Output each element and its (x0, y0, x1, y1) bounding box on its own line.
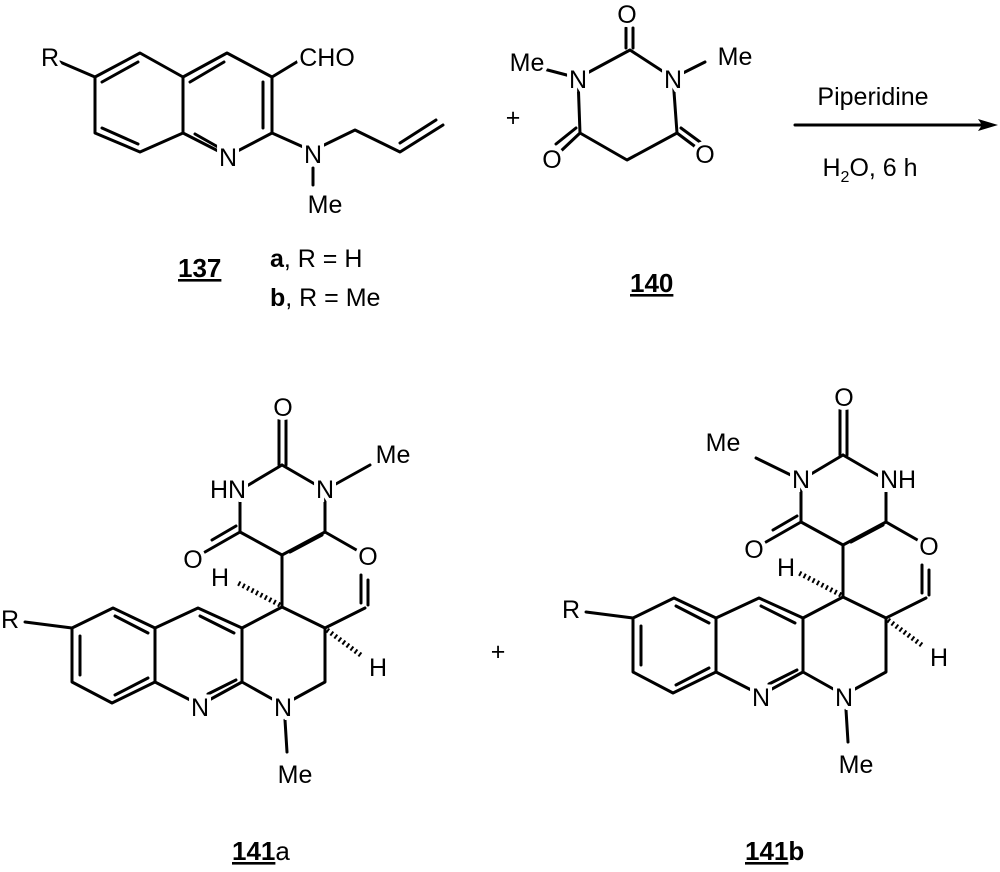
substituent-r: R (562, 596, 580, 624)
imide-nh: HN (210, 476, 246, 504)
amine-nitrogen: N (835, 684, 853, 712)
variant-b: b, R = Me (270, 284, 380, 312)
hydrogen-spiro: H (777, 554, 795, 582)
compound-label-137: 137 (178, 253, 221, 283)
carbonyl-oxygen-top: O (834, 384, 853, 412)
n-methyl: Me (376, 441, 411, 469)
hashed-bond (886, 617, 925, 649)
methyl-group: Me (308, 191, 343, 219)
reagent-label: Piperidine (817, 83, 928, 111)
ring-oxygen: O (358, 543, 377, 571)
hydrogen-spiro: H (211, 564, 229, 592)
substituent-r: R (1, 606, 19, 634)
carbonyl-oxygen-left: O (183, 546, 202, 574)
hashed-bond (236, 580, 282, 608)
methyl-group: Me (278, 761, 313, 789)
compound-141a: R N N Me HN N Me O O O H H 141a (0, 390, 414, 866)
ring-nitrogen: N (191, 694, 209, 722)
ring-nitrogen: N (752, 684, 770, 712)
compound-141b: R N N Me N NH Me O O O H H 141b (558, 380, 952, 866)
compound-140: O N N Me Me O O 140 (506, 0, 757, 298)
compound-label-141b: 141b (745, 836, 804, 866)
carbonyl-oxygen-left: O (744, 536, 763, 564)
compound-label-140: 140 (630, 268, 673, 298)
reaction-arrow: Piperidine H2O, 6 h (793, 83, 998, 186)
compound-label-141a: 141a (232, 836, 290, 866)
ring-oxygen: O (919, 533, 938, 561)
methyl-left: Me (510, 49, 545, 77)
bond (58, 51, 445, 187)
carbonyl-oxygen-top: O (273, 394, 292, 422)
imide-nh: NH (880, 466, 916, 494)
bond (538, 26, 707, 162)
aldehyde-group: CHO (299, 44, 355, 72)
imide-nitrogen: N (316, 476, 334, 504)
compound-137: R CHO N N Me 137 a, R = H b, R = Me (37, 40, 445, 312)
carbonyl-oxygen-right: O (695, 141, 714, 169)
amine-nitrogen: N (304, 141, 322, 169)
imide-nitrogen: N (792, 466, 810, 494)
amine-nitrogen: N (274, 694, 292, 722)
ring-nitrogen: N (219, 144, 237, 172)
plus-sign-products: + (491, 638, 506, 666)
carbonyl-oxygen-top: O (617, 1, 636, 29)
nitrogen-1: N (569, 66, 587, 94)
hydrogen-ring: H (930, 644, 948, 672)
bond (584, 408, 931, 744)
variant-a: a, R = H (270, 245, 362, 273)
conditions-label: H2O, 6 h (822, 154, 917, 186)
substituent-r: R (41, 44, 59, 72)
methyl-group: Me (839, 751, 874, 779)
nitrogen-3: N (664, 66, 682, 94)
carbonyl-oxygen-left: O (542, 146, 561, 174)
bond (23, 418, 372, 754)
hydrogen-ring: H (369, 654, 387, 682)
plus-sign: + (506, 104, 521, 132)
hashed-bond (797, 570, 843, 598)
arrow-head (978, 119, 998, 131)
methyl-right: Me (718, 43, 753, 71)
n-methyl: Me (706, 429, 741, 457)
hashed-bond (325, 627, 364, 659)
